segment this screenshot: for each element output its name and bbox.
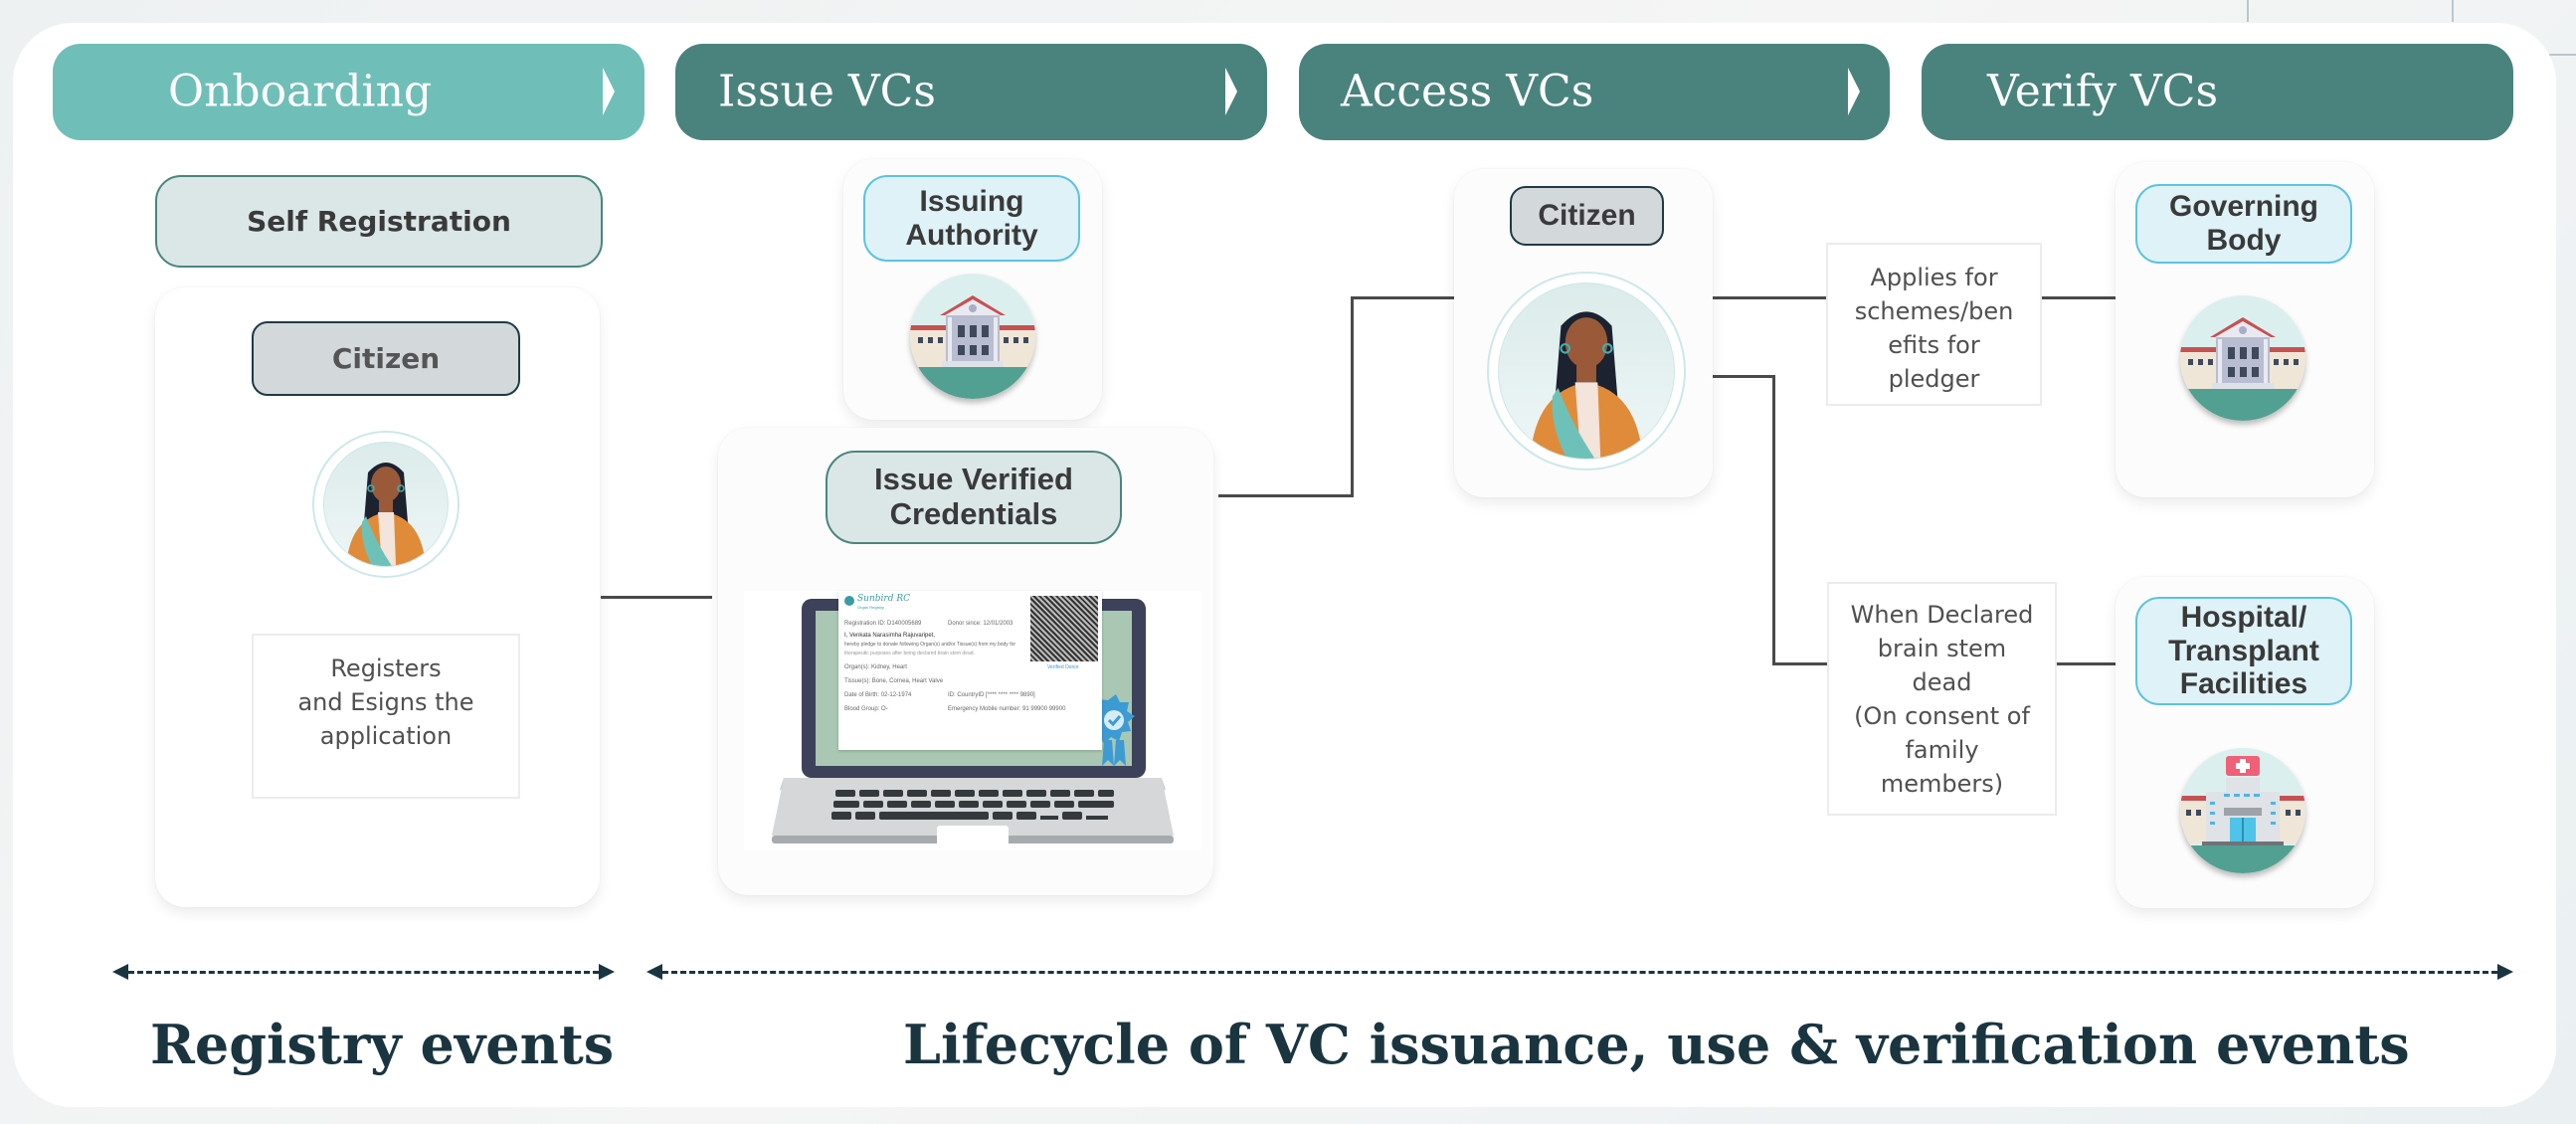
citizen-badge: Citizen bbox=[1510, 186, 1664, 246]
citizen-avatar-icon bbox=[312, 431, 460, 578]
phase-onboarding: Onboarding bbox=[53, 44, 644, 140]
phase-label: Issue VCs bbox=[718, 65, 936, 116]
government-building-icon bbox=[2180, 295, 2305, 421]
arrowhead-left-icon bbox=[112, 964, 128, 980]
lifecycle-events-span bbox=[662, 971, 2497, 974]
cert-pledge-line1: hereby pledge to donate following Organ(… bbox=[844, 642, 1016, 648]
chevron-right-icon bbox=[1848, 68, 1860, 115]
issue-verified-credentials-badge: Issue Verified Credentials bbox=[826, 451, 1122, 544]
citizen-badge: Citizen bbox=[252, 321, 520, 396]
background-grid-line bbox=[2542, 54, 2576, 56]
lifecycle-events-label: Lifecycle of VC issuance, use & verifica… bbox=[903, 1013, 2410, 1076]
phase-verify-vcs: Verify VCs bbox=[1922, 44, 2513, 140]
cert-pledge-line2: therapeutic purposes after being declare… bbox=[844, 651, 975, 656]
cert-pledger: I, Venkata Narasimha Rajuvaripet, bbox=[844, 633, 936, 639]
cert-emergency: Emergency Mobile number: 91 99900 99900 bbox=[948, 706, 1066, 712]
applies-for-schemes-text: Applies for schemes/ben efits for pledge… bbox=[1826, 243, 2042, 406]
hospital-transplant-badge: Hospital/ Transplant Facilities bbox=[2135, 597, 2352, 705]
background-grid-line bbox=[2247, 0, 2249, 22]
cert-tissues: Tissue(s): Bone, Cornea, Heart Valve bbox=[844, 678, 944, 684]
connector-line bbox=[601, 596, 712, 599]
cert-registration-id: Registration ID: D140005689 bbox=[844, 621, 922, 627]
connector-line bbox=[1775, 662, 1827, 665]
qr-code-icon bbox=[1030, 596, 1098, 661]
phase-label: Verify VCs bbox=[1987, 65, 2219, 116]
cert-blood-group: Blood Group: O- bbox=[844, 706, 888, 712]
registry-events-label: Registry events bbox=[150, 1013, 615, 1076]
phase-label: Onboarding bbox=[168, 65, 433, 116]
phase-label: Access VCs bbox=[1341, 65, 1594, 116]
connector-line bbox=[1218, 494, 1354, 497]
self-registration-badge: Self Registration bbox=[155, 175, 603, 268]
registry-events-span bbox=[128, 971, 599, 974]
cert-organs: Organ(s): Kidney, Heart bbox=[844, 664, 907, 670]
phase-access-vcs: Access VCs bbox=[1299, 44, 1890, 140]
cert-id: ID: CountryID [**** **** **** 9890] bbox=[948, 692, 1035, 698]
laptop-certificate-icon: Sunbird RC Organ Registry Registration I… bbox=[744, 591, 1201, 851]
cert-verified-badge: Verified Donor bbox=[1047, 664, 1079, 670]
cert-dob: Date of Birth: 02-12-1974 bbox=[844, 692, 912, 698]
government-building-icon bbox=[910, 274, 1035, 399]
connector-line bbox=[2042, 296, 2116, 299]
arrowhead-right-icon bbox=[599, 964, 615, 980]
arrowhead-right-icon bbox=[2497, 964, 2513, 980]
verifiable-credential-document: Sunbird RC Organ Registry Registration I… bbox=[838, 591, 1102, 750]
chevron-right-icon bbox=[1225, 68, 1237, 115]
arrowhead-left-icon bbox=[646, 964, 662, 980]
registers-esigns-text: Registers and Esigns the application bbox=[252, 634, 520, 799]
sunbird-logo-icon bbox=[844, 596, 854, 606]
chevron-right-icon bbox=[603, 68, 615, 115]
issuing-authority-badge: Issuing Authority bbox=[863, 175, 1080, 262]
connector-line bbox=[1351, 296, 1354, 497]
cert-brand-sub: Organ Registry bbox=[857, 605, 884, 610]
citizen-avatar-icon bbox=[1487, 272, 1686, 470]
phase-issue-vcs: Issue VCs bbox=[675, 44, 1267, 140]
hospital-icon bbox=[2180, 748, 2305, 873]
cert-donor-since: Donor since: 12/01/2003 bbox=[948, 621, 1013, 627]
connector-line bbox=[1772, 375, 1775, 665]
connector-line bbox=[1713, 375, 1775, 378]
declared-brain-stem-dead-text: When Declared brain stem dead (On consen… bbox=[1827, 582, 2057, 816]
cert-brand: Sunbird RC bbox=[857, 594, 910, 604]
connector-line bbox=[2057, 662, 2116, 665]
governing-body-badge: Governing Body bbox=[2135, 184, 2352, 264]
background-grid-line bbox=[2452, 0, 2454, 22]
connector-line bbox=[1713, 296, 1826, 299]
connector-line bbox=[1351, 296, 1454, 299]
